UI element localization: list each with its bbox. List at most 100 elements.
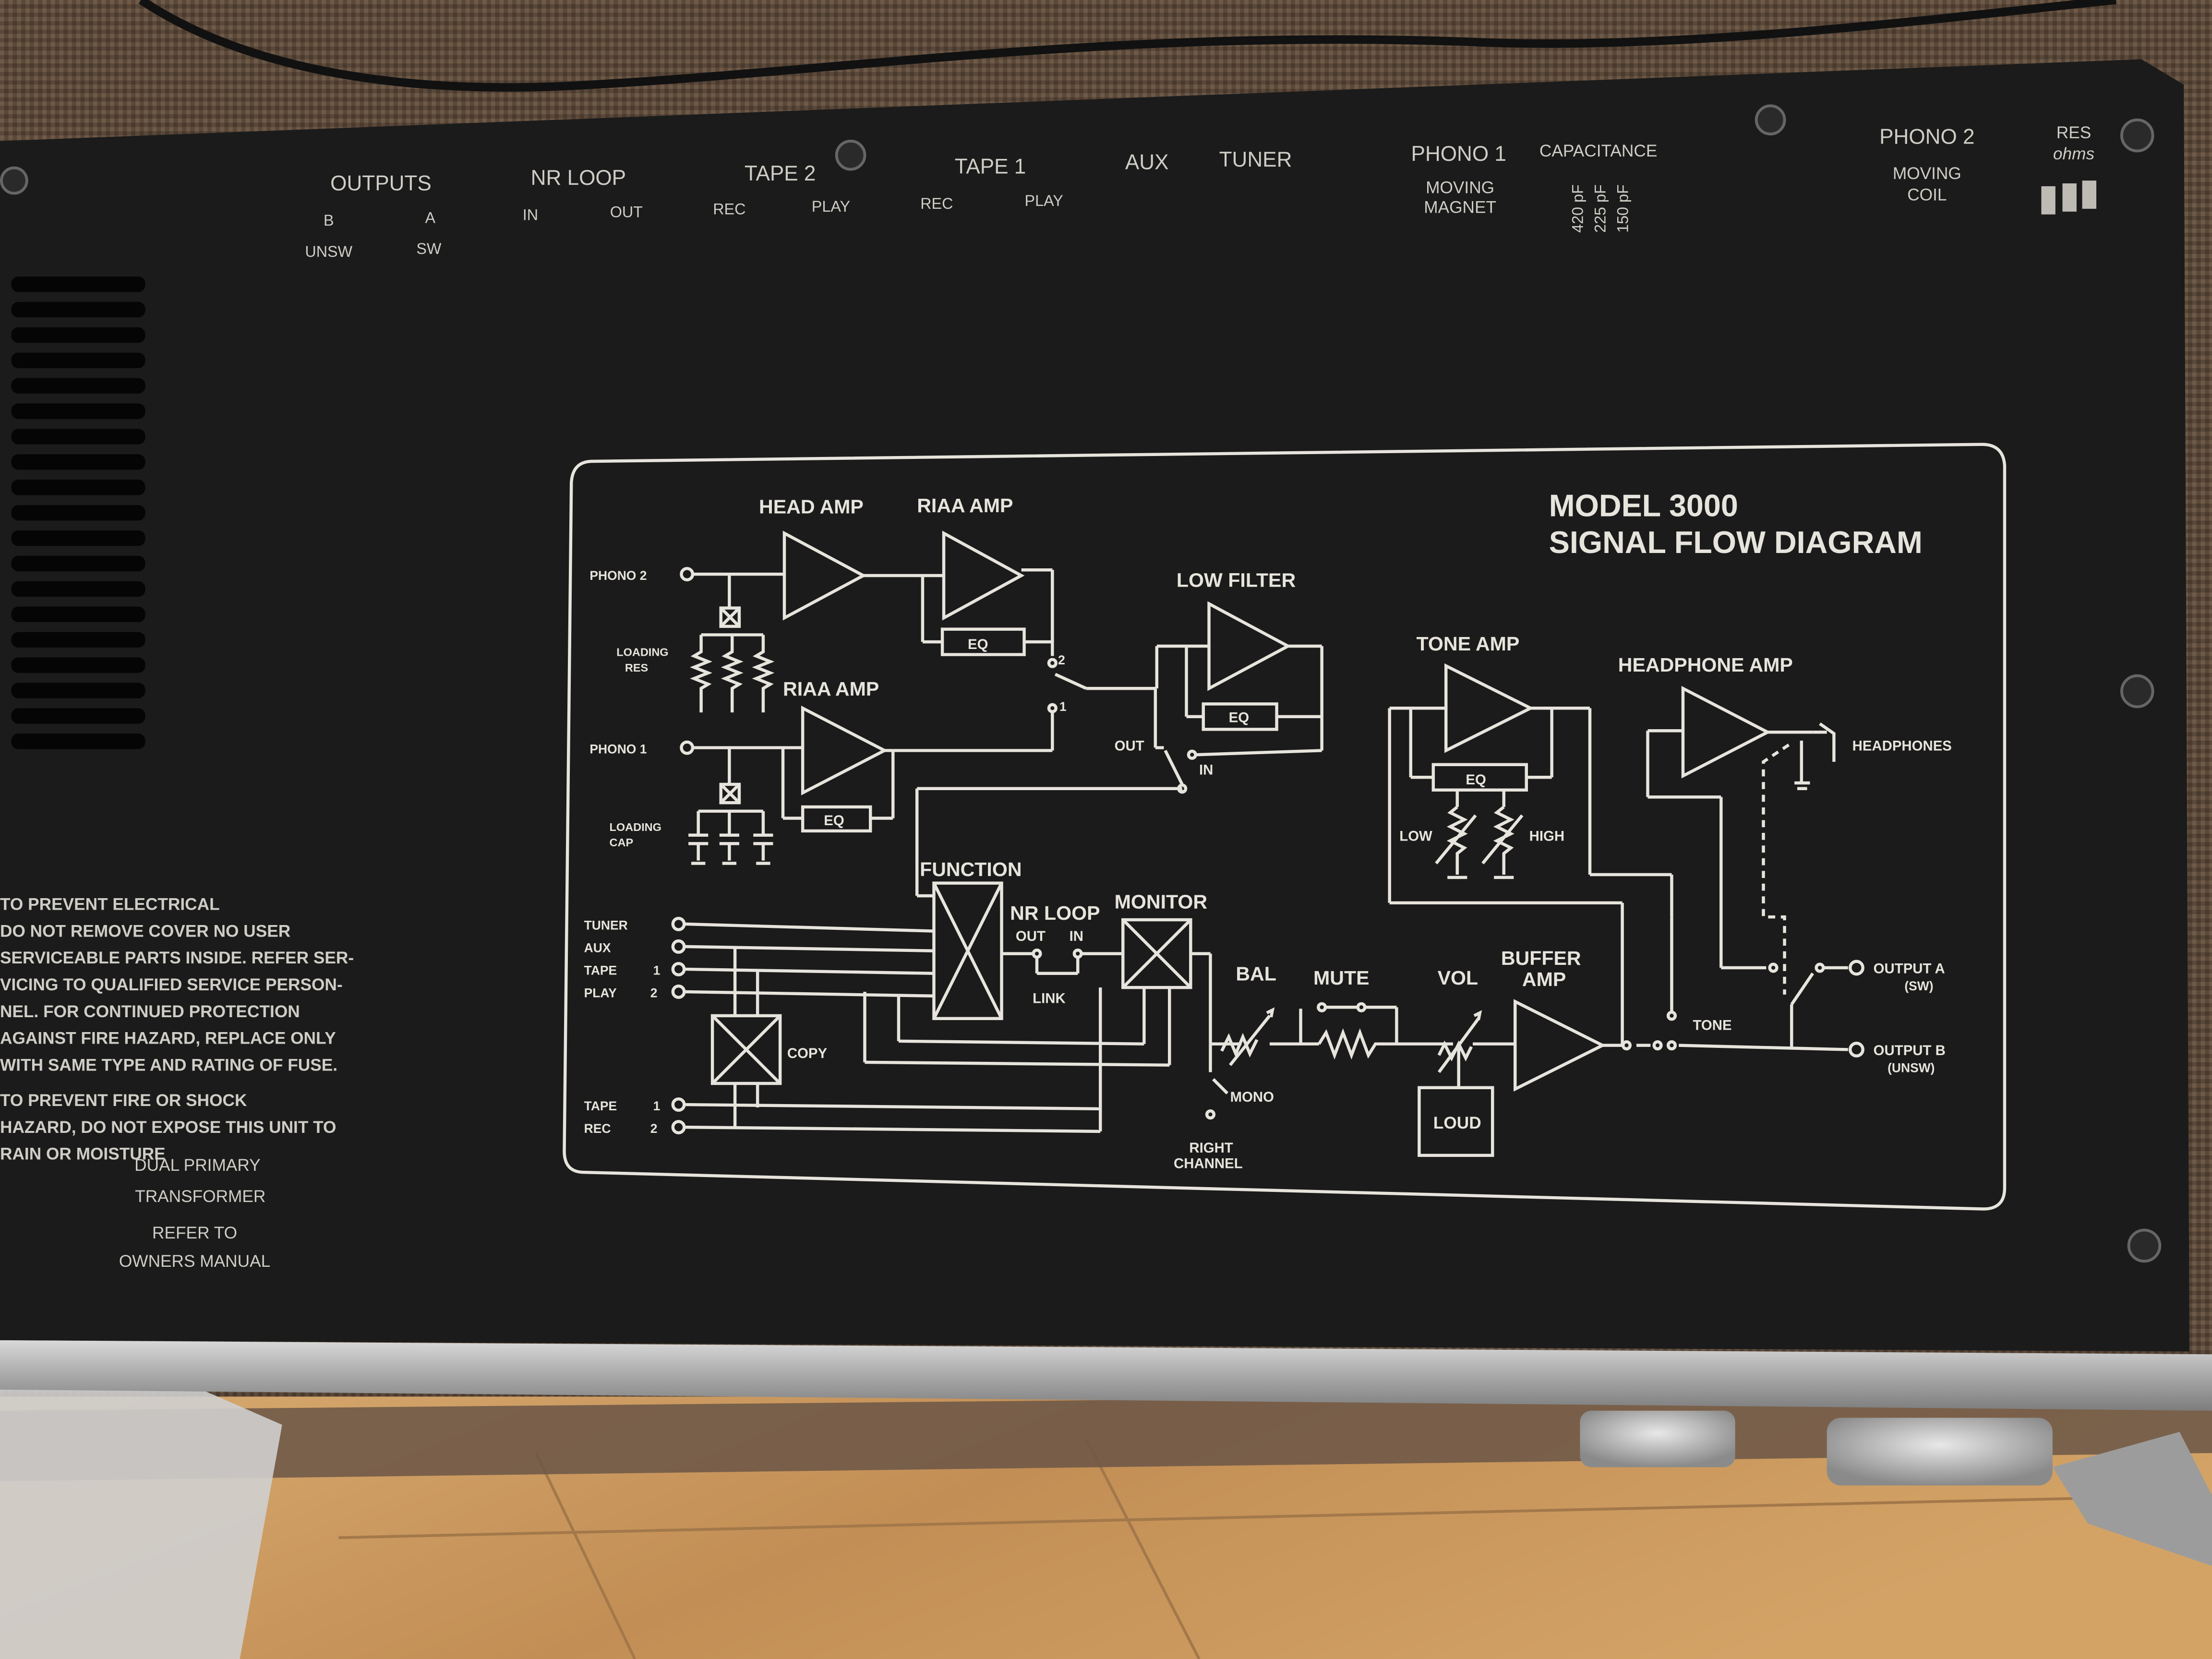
- svg-text:MOVING: MOVING: [1893, 164, 1961, 183]
- svg-text:MAGNET: MAGNET: [1424, 198, 1496, 217]
- svg-text:TO PREVENT FIRE OR SHOCK: TO PREVENT FIRE OR SHOCK: [0, 1091, 247, 1110]
- svg-text:NR LOOP: NR LOOP: [1010, 902, 1100, 924]
- top-jack-labels: OUTPUTS B A UNSW SW NR LOOP IN OUT TAPE …: [305, 123, 2097, 260]
- phono-chain: [680, 530, 1155, 865]
- svg-text:TAPE: TAPE: [584, 1099, 617, 1113]
- panel-screws: [0, 104, 2162, 1263]
- svg-text:MONITOR: MONITOR: [1115, 891, 1207, 913]
- svg-text:2: 2: [1058, 653, 1065, 667]
- output-chain: [1205, 902, 1864, 1157]
- svg-text:RIAA AMP: RIAA AMP: [917, 494, 1013, 517]
- svg-text:VOL: VOL: [1438, 967, 1479, 989]
- front-trim: [0, 1340, 2212, 1411]
- svg-text:LOUD: LOUD: [1433, 1114, 1481, 1132]
- label-aux: AUX: [1125, 151, 1169, 174]
- svg-text:MUTE: MUTE: [1313, 967, 1370, 989]
- warning-text: TO PREVENT ELECTRICAL DO NOT REMOVE COVE…: [0, 895, 354, 1164]
- svg-text:PLAY: PLAY: [584, 986, 617, 1000]
- svg-text:COIL: COIL: [1907, 185, 1947, 204]
- label-capacitance: CAPACITANCE: [1539, 142, 1657, 160]
- svg-text:IN: IN: [1070, 928, 1083, 944]
- transformer-note: DUAL PRIMARY TRANSFORMER REFER TO OWNERS…: [119, 1156, 270, 1271]
- tone-amp: [1388, 663, 1673, 917]
- svg-text:PLAY: PLAY: [812, 198, 850, 215]
- svg-text:OUT: OUT: [610, 204, 643, 221]
- svg-text:ohms: ohms: [2053, 144, 2094, 163]
- svg-text:TUNER: TUNER: [584, 918, 628, 933]
- svg-text:EQ: EQ: [968, 637, 988, 652]
- svg-text:OWNERS MANUAL: OWNERS MANUAL: [119, 1252, 270, 1271]
- svg-text:RIGHT: RIGHT: [1189, 1140, 1233, 1156]
- front-knobs: [0, 1375, 2212, 1659]
- svg-text:1: 1: [1059, 699, 1067, 714]
- svg-text:1: 1: [653, 963, 661, 978]
- svg-text:REC: REC: [713, 201, 745, 218]
- svg-text:SIGNAL FLOW DIAGRAM: SIGNAL FLOW DIAGRAM: [1549, 525, 1923, 560]
- svg-text:HIGH: HIGH: [1529, 829, 1564, 844]
- svg-text:420 pF: 420 pF: [1569, 184, 1586, 233]
- svg-text:(UNSW): (UNSW): [1887, 1060, 1935, 1075]
- svg-text:VICING TO QUALIFIED SERVICE PE: VICING TO QUALIFIED SERVICE PERSON-: [0, 975, 343, 994]
- label-tuner: TUNER: [1219, 148, 1292, 171]
- svg-text:LOW: LOW: [1399, 829, 1432, 844]
- svg-text:AUX: AUX: [584, 941, 611, 955]
- function-path: [671, 787, 1212, 1135]
- svg-text:PLAY: PLAY: [1025, 192, 1063, 209]
- svg-text:HEADPHONES: HEADPHONES: [1852, 738, 1952, 754]
- svg-text:OUTPUT A: OUTPUT A: [1874, 961, 1945, 977]
- headphone-amp: [1646, 685, 1836, 995]
- svg-text:MODEL 3000: MODEL 3000: [1549, 488, 1738, 523]
- buffer-amp-symbol: [1514, 999, 1606, 1092]
- svg-text:PHONO 1: PHONO 1: [589, 742, 647, 756]
- svg-text:NEL. FOR CONTINUED PROTECTION: NEL. FOR CONTINUED PROTECTION: [0, 1002, 300, 1021]
- svg-text:CHANNEL: CHANNEL: [1174, 1155, 1243, 1171]
- svg-text:MOVING: MOVING: [1426, 179, 1494, 197]
- signal-flow-diagram: MODEL 3000 SIGNAL FLOW DIAGRAM: [563, 443, 2007, 1211]
- label-phono1: PHONO 1: [1411, 142, 1506, 166]
- svg-text:DO NOT REMOVE COVER NO USER: DO NOT REMOVE COVER NO USER: [0, 922, 290, 940]
- riaa-amp-bottom-symbol: [801, 705, 888, 795]
- svg-text:MONO: MONO: [1230, 1089, 1274, 1105]
- svg-text:REC: REC: [920, 195, 953, 212]
- svg-text:225 pF: 225 pF: [1591, 184, 1609, 233]
- label-tape1: TAPE 1: [955, 155, 1026, 178]
- svg-text:REC: REC: [584, 1121, 611, 1136]
- label-phono2: PHONO 2: [1879, 125, 1974, 149]
- svg-text:A: A: [425, 209, 436, 226]
- svg-text:IN: IN: [523, 206, 538, 223]
- svg-text:RAIN OR MOISTURE: RAIN OR MOISTURE: [0, 1145, 166, 1164]
- svg-text:B: B: [324, 212, 334, 229]
- svg-text:TAPE: TAPE: [584, 963, 617, 978]
- svg-text:LOW FILTER: LOW FILTER: [1177, 569, 1296, 591]
- svg-text:TONE: TONE: [1693, 1017, 1732, 1033]
- svg-text:SERVICEABLE PARTS INSIDE. REFE: SERVICEABLE PARTS INSIDE. REFER SER-: [0, 949, 354, 967]
- svg-text:EQ: EQ: [1229, 710, 1249, 726]
- svg-text:UNSW: UNSW: [305, 243, 352, 260]
- svg-text:REFER TO: REFER TO: [152, 1224, 237, 1242]
- svg-text:2: 2: [650, 986, 658, 1000]
- svg-text:IN: IN: [1199, 762, 1213, 778]
- svg-text:LOADING: LOADING: [610, 821, 661, 833]
- svg-text:DUAL PRIMARY: DUAL PRIMARY: [134, 1156, 260, 1175]
- label-nr-loop: NR LOOP: [531, 166, 626, 190]
- label-res: RES: [2056, 123, 2091, 142]
- tone-amp-symbol: [1444, 663, 1534, 753]
- svg-text:BAL: BAL: [1236, 962, 1276, 985]
- svg-text:(SW): (SW): [1904, 979, 1933, 993]
- svg-text:TO PREVENT ELECTRICAL: TO PREVENT ELECTRICAL: [0, 895, 220, 914]
- bottom-panel: [0, 59, 2189, 1352]
- svg-text:2: 2: [650, 1121, 658, 1136]
- svg-text:EQ: EQ: [824, 813, 844, 829]
- riaa-amp-top-symbol: [942, 530, 1025, 621]
- svg-text:RES: RES: [625, 661, 648, 674]
- svg-text:HEADPHONE AMP: HEADPHONE AMP: [1618, 654, 1793, 676]
- svg-text:1: 1: [653, 1099, 661, 1113]
- diagram-labels: HEAD AMP RIAA AMP RIAA AMP LOW FILTER TO…: [584, 494, 1952, 1172]
- svg-text:TONE AMP: TONE AMP: [1417, 633, 1520, 655]
- headphone-amp-symbol: [1681, 685, 1771, 779]
- svg-text:LOADING: LOADING: [616, 646, 668, 659]
- svg-text:WITH SAME TYPE AND RATING OF F: WITH SAME TYPE AND RATING OF FUSE.: [0, 1056, 337, 1075]
- diagram-border: [563, 443, 2007, 1211]
- head-amp-symbol: [782, 530, 867, 621]
- low-filter-symbol: [1207, 601, 1291, 691]
